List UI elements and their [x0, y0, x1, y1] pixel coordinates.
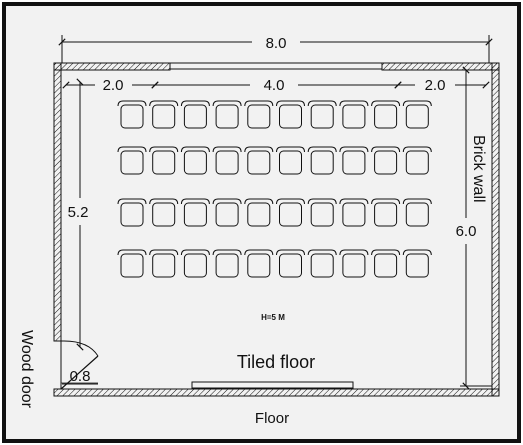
seat: [307, 100, 337, 129]
brick-wall-label: Brick wall: [470, 135, 487, 203]
bottom-window: [191, 381, 354, 389]
seat: [371, 100, 401, 129]
seat: [212, 100, 242, 129]
seat: [149, 198, 179, 227]
seat: [244, 100, 274, 129]
seat: [212, 249, 242, 278]
seat: [402, 198, 432, 227]
seat: [339, 249, 369, 278]
door-swing-arc: [60, 340, 99, 357]
seat: [307, 249, 337, 278]
dim-inner-depth: 5.2: [68, 204, 89, 221]
bottom-wall: [53, 388, 500, 397]
seat: [244, 249, 274, 278]
dim-total-depth: 6.0: [456, 223, 477, 240]
left-wall: [53, 62, 62, 342]
seat: [307, 198, 337, 227]
seat: [212, 146, 242, 175]
brick-walls: [53, 62, 500, 397]
tiled-floor-label: Tiled floor: [237, 352, 315, 372]
dim-seat-span: 4.0: [264, 77, 285, 94]
seat: [339, 100, 369, 129]
seat: [402, 146, 432, 175]
seat: [307, 146, 337, 175]
dimension-lines: [58, 35, 493, 390]
seat: [276, 146, 305, 175]
seat: [149, 249, 179, 278]
top-wall-right: [381, 62, 500, 71]
seat: [117, 146, 147, 175]
dim-total-width: 8.0: [266, 35, 287, 52]
seat: [180, 100, 210, 129]
seat: [244, 146, 274, 175]
seat: [244, 198, 274, 227]
seat: [212, 198, 242, 227]
dim-left-margin: 2.0: [103, 77, 124, 94]
top-window: [169, 62, 383, 70]
seat: [276, 198, 305, 227]
seat: [276, 100, 305, 129]
seating-area: [117, 100, 432, 278]
wood-door-label: Wood door: [18, 330, 35, 409]
height-label: H=5 M: [261, 313, 285, 322]
seat: [180, 198, 210, 227]
seat: [117, 198, 147, 227]
seat: [149, 100, 179, 129]
dim-right-margin: 2.0: [425, 77, 446, 94]
top-wall-left: [53, 62, 171, 71]
seat: [180, 249, 210, 278]
seat: [149, 146, 179, 175]
floor-label: Floor: [255, 410, 289, 427]
seat: [339, 198, 369, 227]
right-wall: [491, 62, 500, 397]
seat: [371, 249, 401, 278]
seat: [402, 100, 432, 129]
seat: [371, 146, 401, 175]
seat: [402, 249, 432, 278]
seat: [117, 100, 147, 129]
seat: [180, 146, 210, 175]
seat: [117, 249, 147, 278]
seat: [276, 249, 305, 278]
seat: [371, 198, 401, 227]
dim-door-width: 0.8: [70, 368, 91, 385]
seat: [339, 146, 369, 175]
